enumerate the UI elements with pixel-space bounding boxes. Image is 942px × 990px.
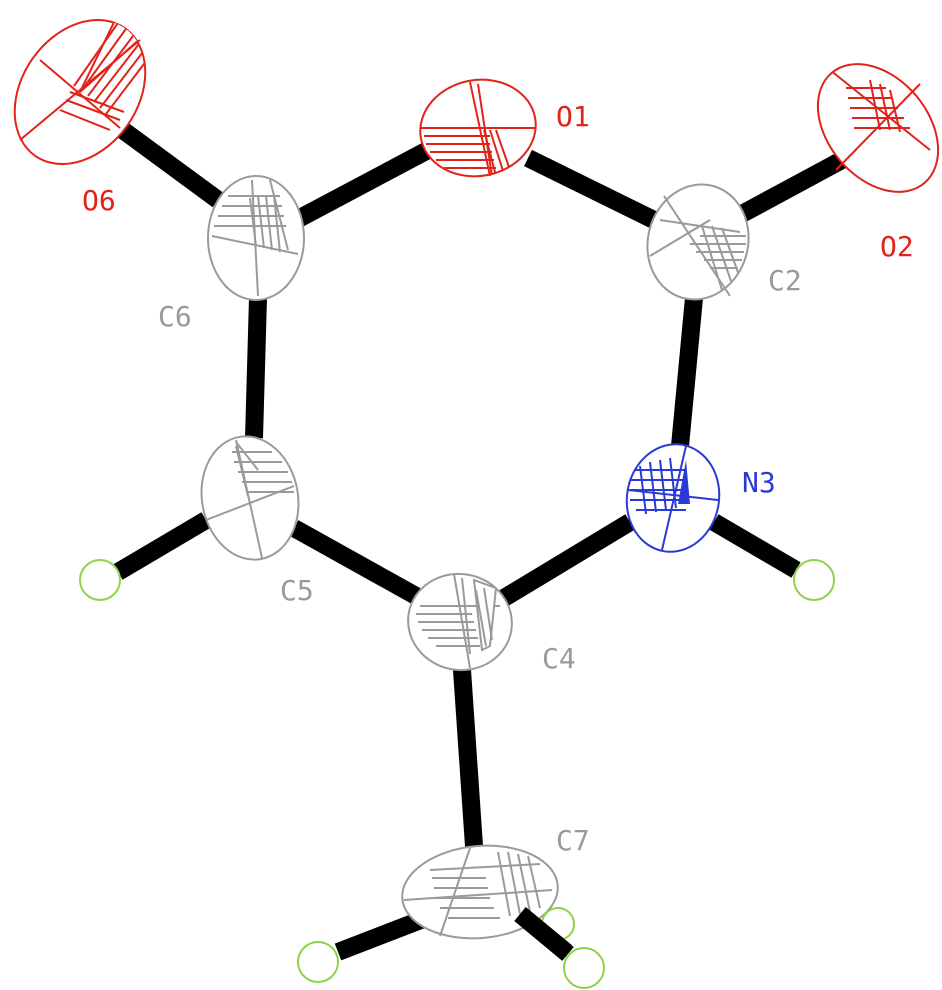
atom-h5[interactable] xyxy=(79,559,121,601)
label-o6: O6 xyxy=(82,184,116,217)
bond-c5-c4 xyxy=(289,520,421,604)
label-n3: N3 xyxy=(742,466,776,499)
hatch-c4 xyxy=(416,577,500,655)
bond-n3-h3 xyxy=(709,514,801,578)
label-layer: O6 O1 O2 C6 C2 N3 C5 C4 C7 xyxy=(82,100,914,857)
atom-n3[interactable] xyxy=(618,437,727,559)
bond-c5-h5 xyxy=(113,512,211,580)
label-c4: C4 xyxy=(542,642,576,675)
atom-c7[interactable] xyxy=(398,839,561,944)
atom-h7c[interactable] xyxy=(563,947,605,989)
bond-c2-n3 xyxy=(671,297,703,447)
label-c7: C7 xyxy=(556,824,590,857)
c7-overlap xyxy=(514,907,572,959)
bond-c6-o1 xyxy=(295,142,433,226)
atom-o2[interactable] xyxy=(793,41,942,216)
label-o2: O2 xyxy=(880,230,914,263)
atom-c5[interactable] xyxy=(192,429,308,568)
atom-h7a[interactable] xyxy=(297,941,339,983)
bond-c2-o2 xyxy=(735,152,847,223)
bond-c7-h7a xyxy=(334,909,430,961)
bond-n3-c4 xyxy=(499,514,635,606)
hatch-n3 xyxy=(627,457,719,515)
atom-c4[interactable] xyxy=(400,566,519,679)
label-c2: C2 xyxy=(768,264,802,297)
atom-c6[interactable] xyxy=(207,175,305,301)
bond-c4-c7 xyxy=(453,669,483,847)
atom-o6[interactable] xyxy=(0,0,172,189)
atom-c2[interactable] xyxy=(635,173,762,311)
atom-h3[interactable] xyxy=(793,559,835,601)
label-c5: C5 xyxy=(280,574,314,607)
atom-o1[interactable] xyxy=(413,71,544,186)
label-c6: C6 xyxy=(158,300,192,333)
bond-o6-c6 xyxy=(114,120,224,208)
bond-c6-c5 xyxy=(245,297,267,439)
hatch-o2 xyxy=(829,69,931,151)
label-o1: O1 xyxy=(556,100,590,133)
bond-o1-c2 xyxy=(524,149,662,231)
